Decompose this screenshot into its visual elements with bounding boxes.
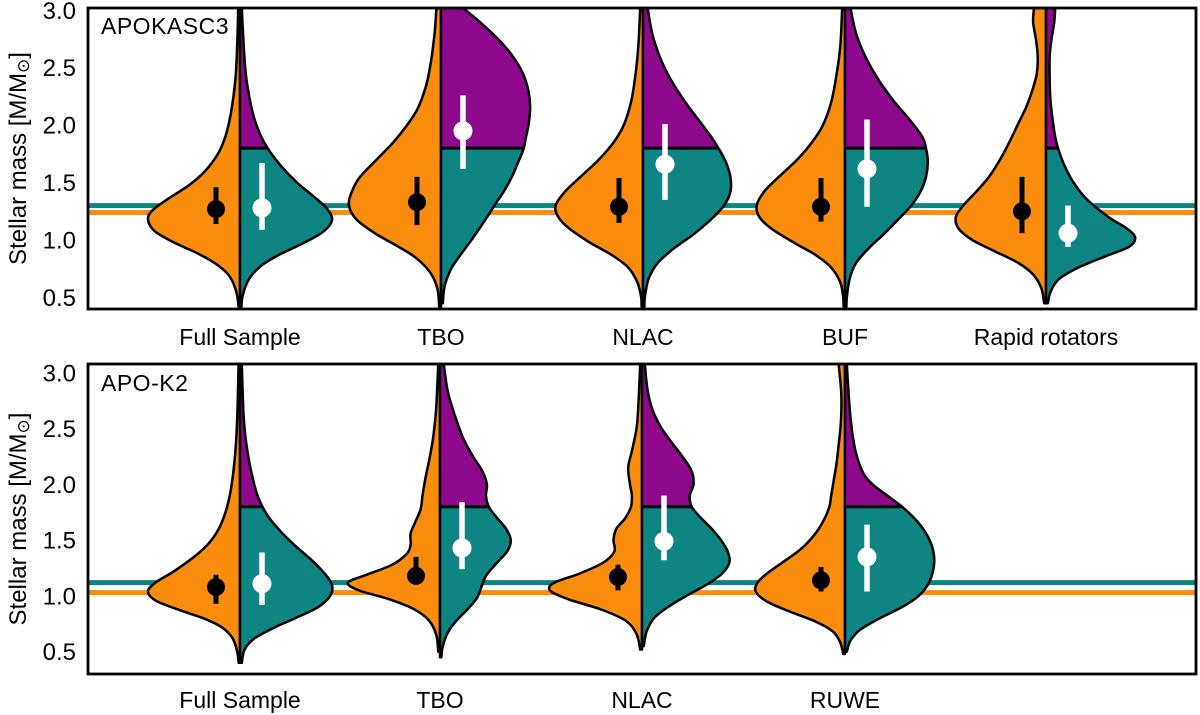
violin-left-half xyxy=(547,364,644,651)
category-label: NLAC xyxy=(611,687,672,713)
panel-label-apokasc3: APOKASC3 xyxy=(101,13,229,39)
category-label: Rapid rotators xyxy=(974,324,1118,350)
black-median-dot xyxy=(610,197,628,216)
violin-buf xyxy=(755,8,930,308)
panel-border xyxy=(86,362,1198,676)
violin-right-half-outline xyxy=(641,8,733,308)
violin-left-half xyxy=(347,8,443,308)
violin-full-sample xyxy=(146,8,334,308)
violin-right-half-outline xyxy=(238,364,334,665)
violin-right-half-outline xyxy=(843,8,930,308)
white-median-dot xyxy=(252,574,272,594)
y-tick-label: 3.0 xyxy=(43,0,76,25)
violin-lower-right-teal xyxy=(240,506,333,663)
white-median-dot xyxy=(857,159,877,179)
violin-lower-right-teal xyxy=(441,148,531,304)
y-tick-label: 2.5 xyxy=(43,416,76,443)
panel-label-apo-k2: APO-K2 xyxy=(101,370,189,396)
category-label: Full Sample xyxy=(179,324,300,350)
violin-tbo xyxy=(347,8,532,308)
white-median-dot xyxy=(252,198,272,218)
black-median-dot xyxy=(207,200,225,219)
violin-lower-right-teal xyxy=(240,148,333,307)
category-label: NLAC xyxy=(612,324,673,350)
violin-upper-right-purple xyxy=(642,364,730,507)
y-tick-label: 2.0 xyxy=(43,113,76,140)
violin-upper-right-purple xyxy=(643,8,732,149)
violin-upper-right-purple xyxy=(845,8,928,149)
panel-border xyxy=(86,6,1198,311)
y-tick-label: 2.5 xyxy=(43,55,76,82)
white-median-dot xyxy=(654,531,674,551)
y-tick-label: 1.5 xyxy=(43,528,76,555)
white-median-dot xyxy=(857,547,877,567)
violin-right-half-outline xyxy=(1044,8,1137,305)
white-median-dot xyxy=(452,538,472,558)
violin-left-half xyxy=(554,8,645,308)
y-tick-label: 1.0 xyxy=(43,228,76,255)
violin-full-sample xyxy=(146,364,334,665)
black-median-dot xyxy=(812,197,830,216)
violin-right-half-outline xyxy=(843,364,936,653)
violin-rapid-rotators xyxy=(954,8,1137,305)
black-median-dot xyxy=(408,193,426,212)
y-tick-label: 2.0 xyxy=(43,472,76,499)
category-label: TBO xyxy=(417,324,464,350)
violin-left-half xyxy=(753,364,847,656)
violin-upper-right-purple xyxy=(240,8,333,149)
violin-upper-right-purple xyxy=(845,364,935,507)
category-label: TBO xyxy=(416,687,463,713)
violin-ruwe xyxy=(753,364,936,656)
violin-left-half xyxy=(346,364,442,653)
y-tick-label: 1.5 xyxy=(43,170,76,197)
violin-left-half xyxy=(146,8,242,308)
panel-0-plot-area xyxy=(88,8,1196,308)
y-tick-label: 0.5 xyxy=(43,285,76,312)
y-axis-label: Stellar mass [M/M⊙] xyxy=(5,413,33,626)
violin-left-half xyxy=(755,8,847,308)
violin-upper-right-purple xyxy=(1046,8,1136,149)
y-tick-label: 3.0 xyxy=(43,360,76,387)
y-axis-label: Stellar mass [M/M⊙] xyxy=(5,52,33,265)
category-label: BUF xyxy=(822,324,868,350)
violin-nlac xyxy=(554,8,733,308)
category-label: RUWE xyxy=(810,687,880,713)
black-median-dot xyxy=(812,571,830,590)
white-median-dot xyxy=(1058,223,1078,243)
violin-right-half-outline xyxy=(439,8,532,305)
white-median-dot xyxy=(453,121,473,141)
y-tick-label: 1.0 xyxy=(43,583,76,610)
black-median-dot xyxy=(1013,202,1031,221)
violin-right-half-outline xyxy=(238,8,334,308)
violin-nlac xyxy=(547,364,731,651)
black-median-dot xyxy=(407,566,425,585)
violin-upper-right-purple xyxy=(440,364,511,507)
black-median-dot xyxy=(207,578,225,597)
black-median-dot xyxy=(609,567,627,586)
y-tick-label: 0.5 xyxy=(43,639,76,666)
white-median-dot xyxy=(655,154,675,174)
violin-left-half xyxy=(146,364,242,665)
violin-right-half-outline xyxy=(438,364,513,659)
violin-left-half xyxy=(954,8,1048,305)
violin-right-half-outline xyxy=(640,364,731,648)
panel-1-plot-area xyxy=(88,364,1196,665)
category-label: Full Sample xyxy=(179,687,300,713)
violin-tbo xyxy=(346,364,513,659)
